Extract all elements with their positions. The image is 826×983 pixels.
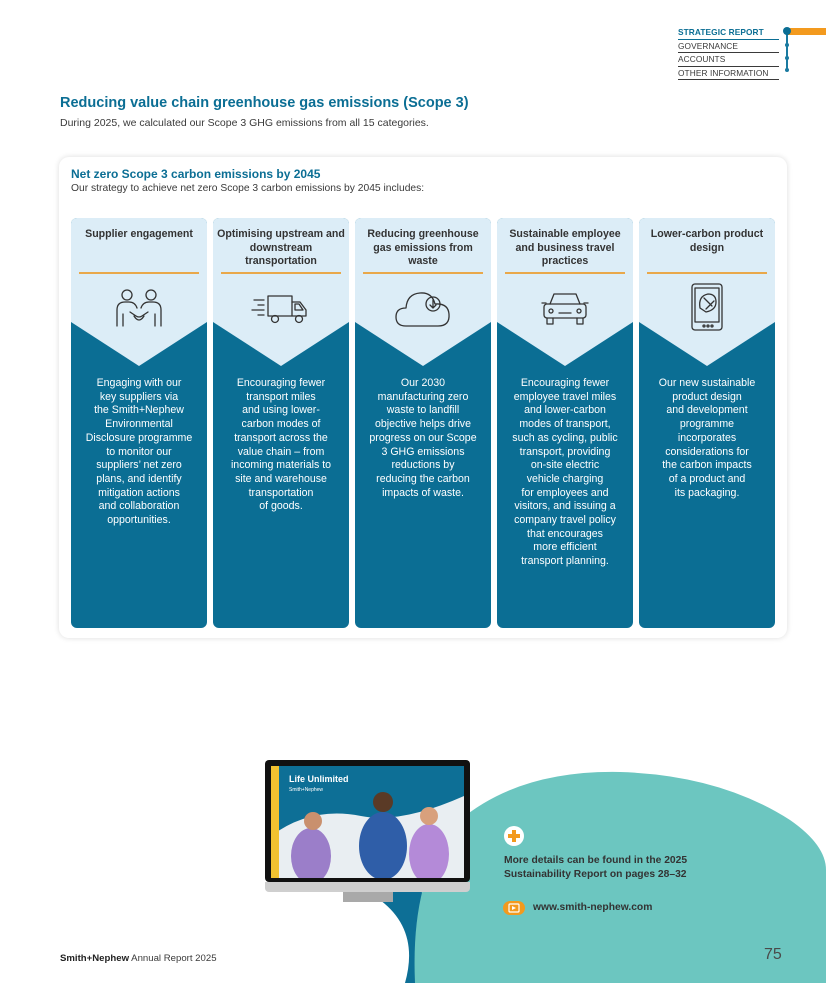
footer-brand: Smith+Nephew [60, 953, 130, 964]
cloud-download-icon [392, 282, 454, 334]
monitor-stand [343, 892, 393, 902]
card-subtitle: Our strategy to achieve net zero Scope 3… [71, 183, 425, 194]
tablet-design-icon [676, 282, 738, 334]
plus-icon [504, 826, 524, 846]
column-divider [363, 272, 483, 274]
column-text: Encouraging fewer employee travel miles … [512, 377, 618, 568]
column-text: Our new sustainable product design and d… [658, 377, 756, 499]
card-title: Net zero Scope 3 carbon emissions by 204… [71, 167, 321, 181]
column-divider [79, 272, 199, 274]
column-text: Encouraging fewer transport miles and us… [230, 377, 332, 513]
nav-tick [785, 68, 789, 72]
website-icon [503, 901, 525, 915]
nav-tab-marker [788, 28, 826, 35]
report-cover-image: Life Unlimited Smith+Nephew [271, 766, 464, 878]
strategy-column-waste: Reducing greenhouse gas emissions from w… [355, 218, 491, 628]
nav-accounts[interactable]: ACCOUNTS [678, 53, 779, 67]
footer-report: Annual Report 2025 [129, 953, 217, 964]
nav-tick [785, 56, 789, 60]
column-text: Our 2030 manufacturing zero waste to lan… [369, 377, 477, 499]
more-details-text: More details can be found in the 2025 Su… [504, 855, 688, 880]
strategy-column-product-design: Lower-carbon product design Our new sust… [639, 218, 775, 628]
report-cover-brand: Smith+Nephew [289, 787, 324, 793]
column-divider [221, 272, 341, 274]
footer-report-name: Smith+Nephew Annual Report 2025 [60, 953, 217, 964]
nav-other-information[interactable]: OTHER INFORMATION [678, 67, 779, 80]
website-link[interactable]: www.smith-nephew.com [533, 902, 653, 913]
column-title: Optimising upstream and downstream trans… [217, 228, 345, 268]
column-title: Sustainable employee and business travel… [509, 228, 621, 268]
strategy-column-supplier-engagement: Supplier engagement Engaging with our ke… [71, 218, 207, 628]
strategy-column-travel: Sustainable employee and business travel… [497, 218, 633, 628]
report-cover-title: Life Unlimited [289, 774, 349, 784]
nav-tick [785, 43, 789, 47]
nav-governance[interactable]: GOVERNANCE [678, 40, 779, 53]
page-number: 75 [764, 946, 782, 963]
nav-active-dot [783, 27, 791, 35]
column-title: Reducing greenhouse gas emissions from w… [367, 228, 479, 268]
handshake-people-icon [108, 282, 170, 334]
nav-line [786, 31, 788, 71]
section-nav: STRATEGIC REPORT GOVERNANCE ACCOUNTS OTH… [678, 26, 788, 80]
monitor-chin [265, 882, 470, 892]
delivery-truck-icon [250, 282, 312, 334]
strategy-card: Net zero Scope 3 carbon emissions by 204… [59, 157, 787, 638]
car-icon [534, 282, 596, 334]
column-divider [505, 272, 625, 274]
column-text: Engaging with our key suppliers via the … [85, 377, 193, 527]
monitor-screen: Life Unlimited Smith+Nephew [265, 760, 470, 882]
column-divider [647, 272, 767, 274]
column-title: Lower-carbon product design [650, 228, 764, 254]
report-cover-monitor: Life Unlimited Smith+Nephew [265, 760, 470, 902]
nav-strategic-report[interactable]: STRATEGIC REPORT [678, 26, 779, 40]
section-subtitle: During 2025, we calculated our Scope 3 G… [60, 117, 429, 129]
strategy-column-transportation: Optimising upstream and downstream trans… [213, 218, 349, 628]
section-title: Reducing value chain greenhouse gas emis… [60, 95, 469, 111]
column-title: Supplier engagement [85, 228, 193, 240]
